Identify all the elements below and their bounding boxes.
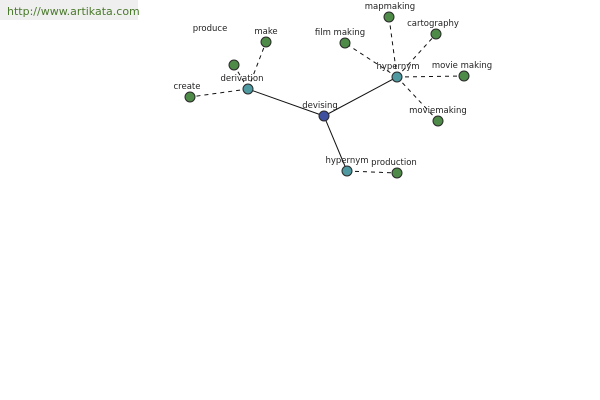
url-link[interactable]: http://www.artikata.com (7, 5, 140, 18)
edge-hypernym-production (346, 170, 398, 174)
label-hypernym-1[interactable]: hypernym (376, 62, 419, 72)
edge-derivation-make (247, 41, 267, 90)
edges (189, 16, 465, 174)
label-devising[interactable]: devising (302, 101, 338, 111)
label-movie-making[interactable]: movie making (432, 61, 492, 71)
node-produce[interactable] (228, 59, 240, 71)
node-production[interactable] (391, 167, 403, 179)
labels: devising derivation hypernym hypernym pr… (174, 2, 493, 168)
edge-center-derivation (247, 88, 325, 117)
edge-hypernym-cartography (396, 33, 437, 78)
edge-hypernym-moviemaking (396, 76, 439, 122)
label-make[interactable]: make (254, 27, 277, 37)
edge-hypernym-movie-making (396, 75, 465, 78)
node-devising[interactable] (318, 110, 330, 122)
edge-center-hypernym-1 (323, 76, 398, 117)
node-create[interactable] (184, 91, 196, 103)
node-make[interactable] (260, 36, 272, 48)
label-hypernym-2[interactable]: hypernym (325, 156, 368, 166)
node-derivation[interactable] (242, 83, 254, 95)
node-moviemaking[interactable] (432, 115, 444, 127)
label-mapmaking[interactable]: mapmaking (365, 2, 415, 12)
label-production[interactable]: production (371, 158, 417, 168)
url-bar: http://www.artikata.com (0, 0, 140, 20)
edge-center-hypernym-2 (323, 115, 348, 172)
edge-derivation-create (189, 88, 249, 98)
label-moviemaking[interactable]: moviemaking (409, 106, 467, 116)
label-derivation[interactable]: derivation (220, 74, 263, 84)
nodes (184, 11, 470, 179)
node-movie-making[interactable] (458, 70, 470, 82)
node-mapmaking[interactable] (383, 11, 395, 23)
node-cartography[interactable] (430, 28, 442, 40)
edge-hypernym-mapmaking (388, 16, 398, 78)
node-hypernym-2[interactable] (341, 165, 353, 177)
node-hypernym-1[interactable] (391, 71, 403, 83)
label-film-making[interactable]: film making (315, 28, 365, 38)
label-produce[interactable]: produce (193, 24, 228, 34)
label-cartography[interactable]: cartography (407, 19, 459, 29)
label-create[interactable]: create (174, 82, 201, 92)
node-film-making[interactable] (339, 37, 351, 49)
edge-hypernym-film-making (344, 42, 398, 78)
